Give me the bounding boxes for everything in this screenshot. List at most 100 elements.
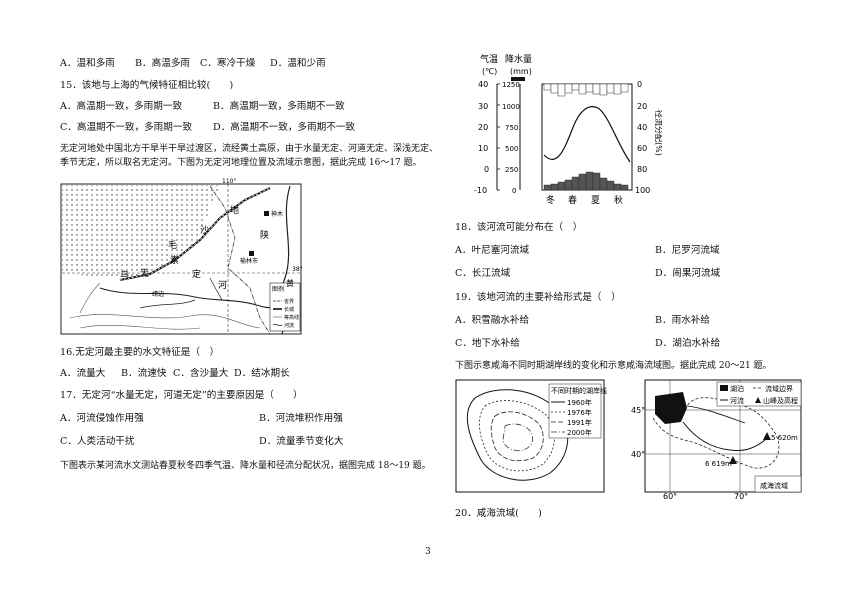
climate-runoff-chart: 气温 (℃) 降水量 (mm) 40 30 20 10 0 -10 1250 1…	[472, 50, 664, 210]
peak-6619: 6 619m	[705, 460, 732, 468]
chart-precip-label: 降水量	[505, 53, 532, 65]
season-winter: 冬	[546, 194, 555, 206]
map1-river-ding: 定	[192, 268, 201, 280]
temp-tick-10: 10	[478, 144, 488, 153]
runoff-axis-label: 径流分配(%)	[654, 110, 662, 156]
map1-river-he: 河	[218, 279, 227, 291]
map1-legend-title: 图例	[272, 285, 284, 293]
temp-tick-30: 30	[478, 102, 488, 111]
map1-river-wu: 无	[140, 268, 149, 279]
map1-lat-label: 38°	[292, 266, 303, 273]
q14-option-a[interactable]: A．温和多雨	[60, 58, 115, 69]
season-summer: 夏	[591, 195, 600, 206]
q17-option-a[interactable]: A．河流侵蚀作用强	[60, 413, 144, 424]
runoff-tick-100: 100	[635, 186, 650, 195]
q16-option-c[interactable]: C．含沙量大	[173, 368, 229, 379]
intro-16-17-line1: 无定河地处中国北方干旱半干旱过渡区，流经黄土高原，由于水量无定、河道无定、深浅无…	[60, 144, 439, 154]
precip-tick-0: 0	[512, 187, 516, 195]
q17-option-b[interactable]: B．河流堆积作用强	[259, 413, 343, 424]
precip-tick-750: 750	[505, 124, 518, 132]
q18-option-a[interactable]: A．叶尼塞河流域	[455, 245, 530, 256]
q19-option-d[interactable]: D．湖泊水补给	[655, 338, 721, 349]
season-labels: 冬 春 夏 秋	[546, 194, 623, 206]
precip-tick-500: 500	[505, 145, 518, 153]
runoff-axis-ticks: 0 20 40 60 80 100	[635, 80, 650, 195]
map1-legend-province: 省界	[284, 298, 294, 305]
lat-40: 40°	[631, 450, 645, 459]
runoff-tick-20: 20	[637, 102, 647, 111]
map1-lon-label: 110°	[222, 178, 236, 185]
map1-legend-wall: 长城	[284, 306, 294, 313]
chart-temp-unit: (℃)	[482, 67, 497, 76]
lat-45: 45°	[631, 406, 645, 415]
q18-option-c[interactable]: C．长江流域	[455, 268, 511, 279]
legend-river: 河流	[730, 396, 744, 405]
map1-region-sha: 沙	[200, 225, 209, 236]
q20-stem: 20．咸海流域( )	[455, 508, 542, 519]
temp-tick-0: 0	[484, 165, 489, 174]
q17-option-c[interactable]: C．人类活动干扰	[60, 436, 135, 447]
year-1991: 1991年	[567, 418, 592, 427]
q15-option-b[interactable]: B．高温期一致，多雨期不一致	[213, 101, 345, 112]
runoff-tick-40: 40	[637, 123, 647, 132]
map1-place-jingbian: 靖边	[152, 290, 164, 298]
temp-tick-neg10: -10	[474, 186, 487, 195]
q16-stem: 16.无定河最主要的水文特征是（ ）	[60, 347, 220, 358]
map1-city-yulin: 榆林市	[240, 257, 258, 265]
q19-option-c[interactable]: C．地下水补给	[455, 338, 520, 349]
map1-city-shenmu: 神木	[271, 210, 283, 218]
q16-option-d[interactable]: D．结冰期长	[234, 368, 290, 379]
q14-option-c[interactable]: C．寒冷干燥	[200, 58, 256, 69]
chart-precip-unit: (mm)	[510, 67, 532, 76]
q19-option-a[interactable]: A．积雪融水补给	[455, 315, 530, 326]
year-2000: 2000年	[567, 428, 592, 437]
temp-tick-40: 40	[478, 80, 488, 89]
map1-legend-river: 河流	[284, 322, 294, 329]
map1-region-di: 地	[230, 204, 239, 216]
q17-stem: 17．无定河“水量无定，河道无定”的主要原因是（ ）	[60, 390, 303, 401]
precip-tick-1250: 1250	[502, 81, 520, 89]
year-1976: 1976年	[567, 408, 592, 417]
q15-option-d[interactable]: D．高温期不一致，多雨期不一致	[213, 122, 356, 133]
map1-river-huang: 黄	[286, 278, 294, 288]
precip-tick-250: 250	[505, 166, 518, 174]
q19-option-b[interactable]: B．雨水补给	[655, 315, 711, 326]
precip-tick-1000: 1000	[502, 103, 520, 111]
q17-option-d[interactable]: D．流量季节变化大	[259, 436, 344, 447]
page-number: 3	[425, 547, 431, 557]
wuding-river-map: 110° 38° 神木 榆林市 毛 乌 素 沙 地 陕 无 定 河 黄 靖边 图…	[60, 178, 304, 336]
year-1960: 1960年	[567, 398, 592, 407]
temp-axis-ticks: 40 30 20 10 0 -10	[474, 80, 489, 195]
q14-option-b[interactable]: B．高温多雨	[135, 58, 191, 69]
q16-option-b[interactable]: B．流速快	[121, 368, 167, 379]
season-autumn: 秋	[614, 194, 623, 206]
q15-stem: 15．该地与上海的气候特征相比较( )	[60, 80, 234, 91]
inset-title: 不同时期的湖岸线	[551, 386, 607, 395]
runoff-tick-0: 0	[637, 80, 642, 89]
runoff-tick-80: 80	[637, 165, 647, 174]
legend-lake: 湖泊	[730, 384, 744, 393]
season-spring: 春	[568, 194, 577, 206]
peak-5620: 5 620m	[771, 434, 798, 442]
q15-option-c[interactable]: C．高温期不一致，多雨期一致	[60, 122, 193, 133]
runoff-tick-60: 60	[637, 144, 647, 153]
intro-18-19: 下图表示某河流水文测站春夏秋冬四季气温、降水量和径流分配状况，据图完成 18～1…	[60, 461, 431, 471]
q18-stem: 18．该河流可能分布在（ ）	[455, 222, 583, 233]
lon-70: 70°	[734, 492, 748, 500]
intro-20-21: 下图示意咸海不同时期湖岸线的变化和示意咸海流域图。据此完成 20～21 题。	[455, 361, 772, 371]
q18-option-d[interactable]: D．闹果河流域	[655, 268, 721, 279]
legend-peak: 山峰及高程	[763, 396, 798, 405]
q16-option-a[interactable]: A．流量大	[60, 368, 106, 379]
map1-region-wu: 乌	[120, 269, 129, 281]
q19-stem: 19．该地河流的主要补给形式是（ ）	[455, 292, 621, 303]
q15-option-a[interactable]: A．高温期一致，多雨期一致	[60, 101, 183, 112]
map1-region-shaan: 陕	[260, 229, 269, 241]
basin-label: 咸海流域	[760, 481, 788, 490]
q14-option-d[interactable]: D．温和少雨	[270, 58, 326, 69]
precip-axis-ticks: 1250 1000 750 500 250 0	[502, 81, 520, 195]
temp-tick-20: 20	[478, 123, 488, 132]
map1-legend-contour: 等高线	[284, 314, 299, 321]
q18-option-b[interactable]: B．尼罗河流域	[655, 245, 720, 256]
chart-temp-label: 气温	[480, 53, 498, 65]
aral-sea-figure: 不同时期的湖岸线 1960年 1976年 1991年 2000年 湖泊 流域边界…	[455, 378, 805, 501]
